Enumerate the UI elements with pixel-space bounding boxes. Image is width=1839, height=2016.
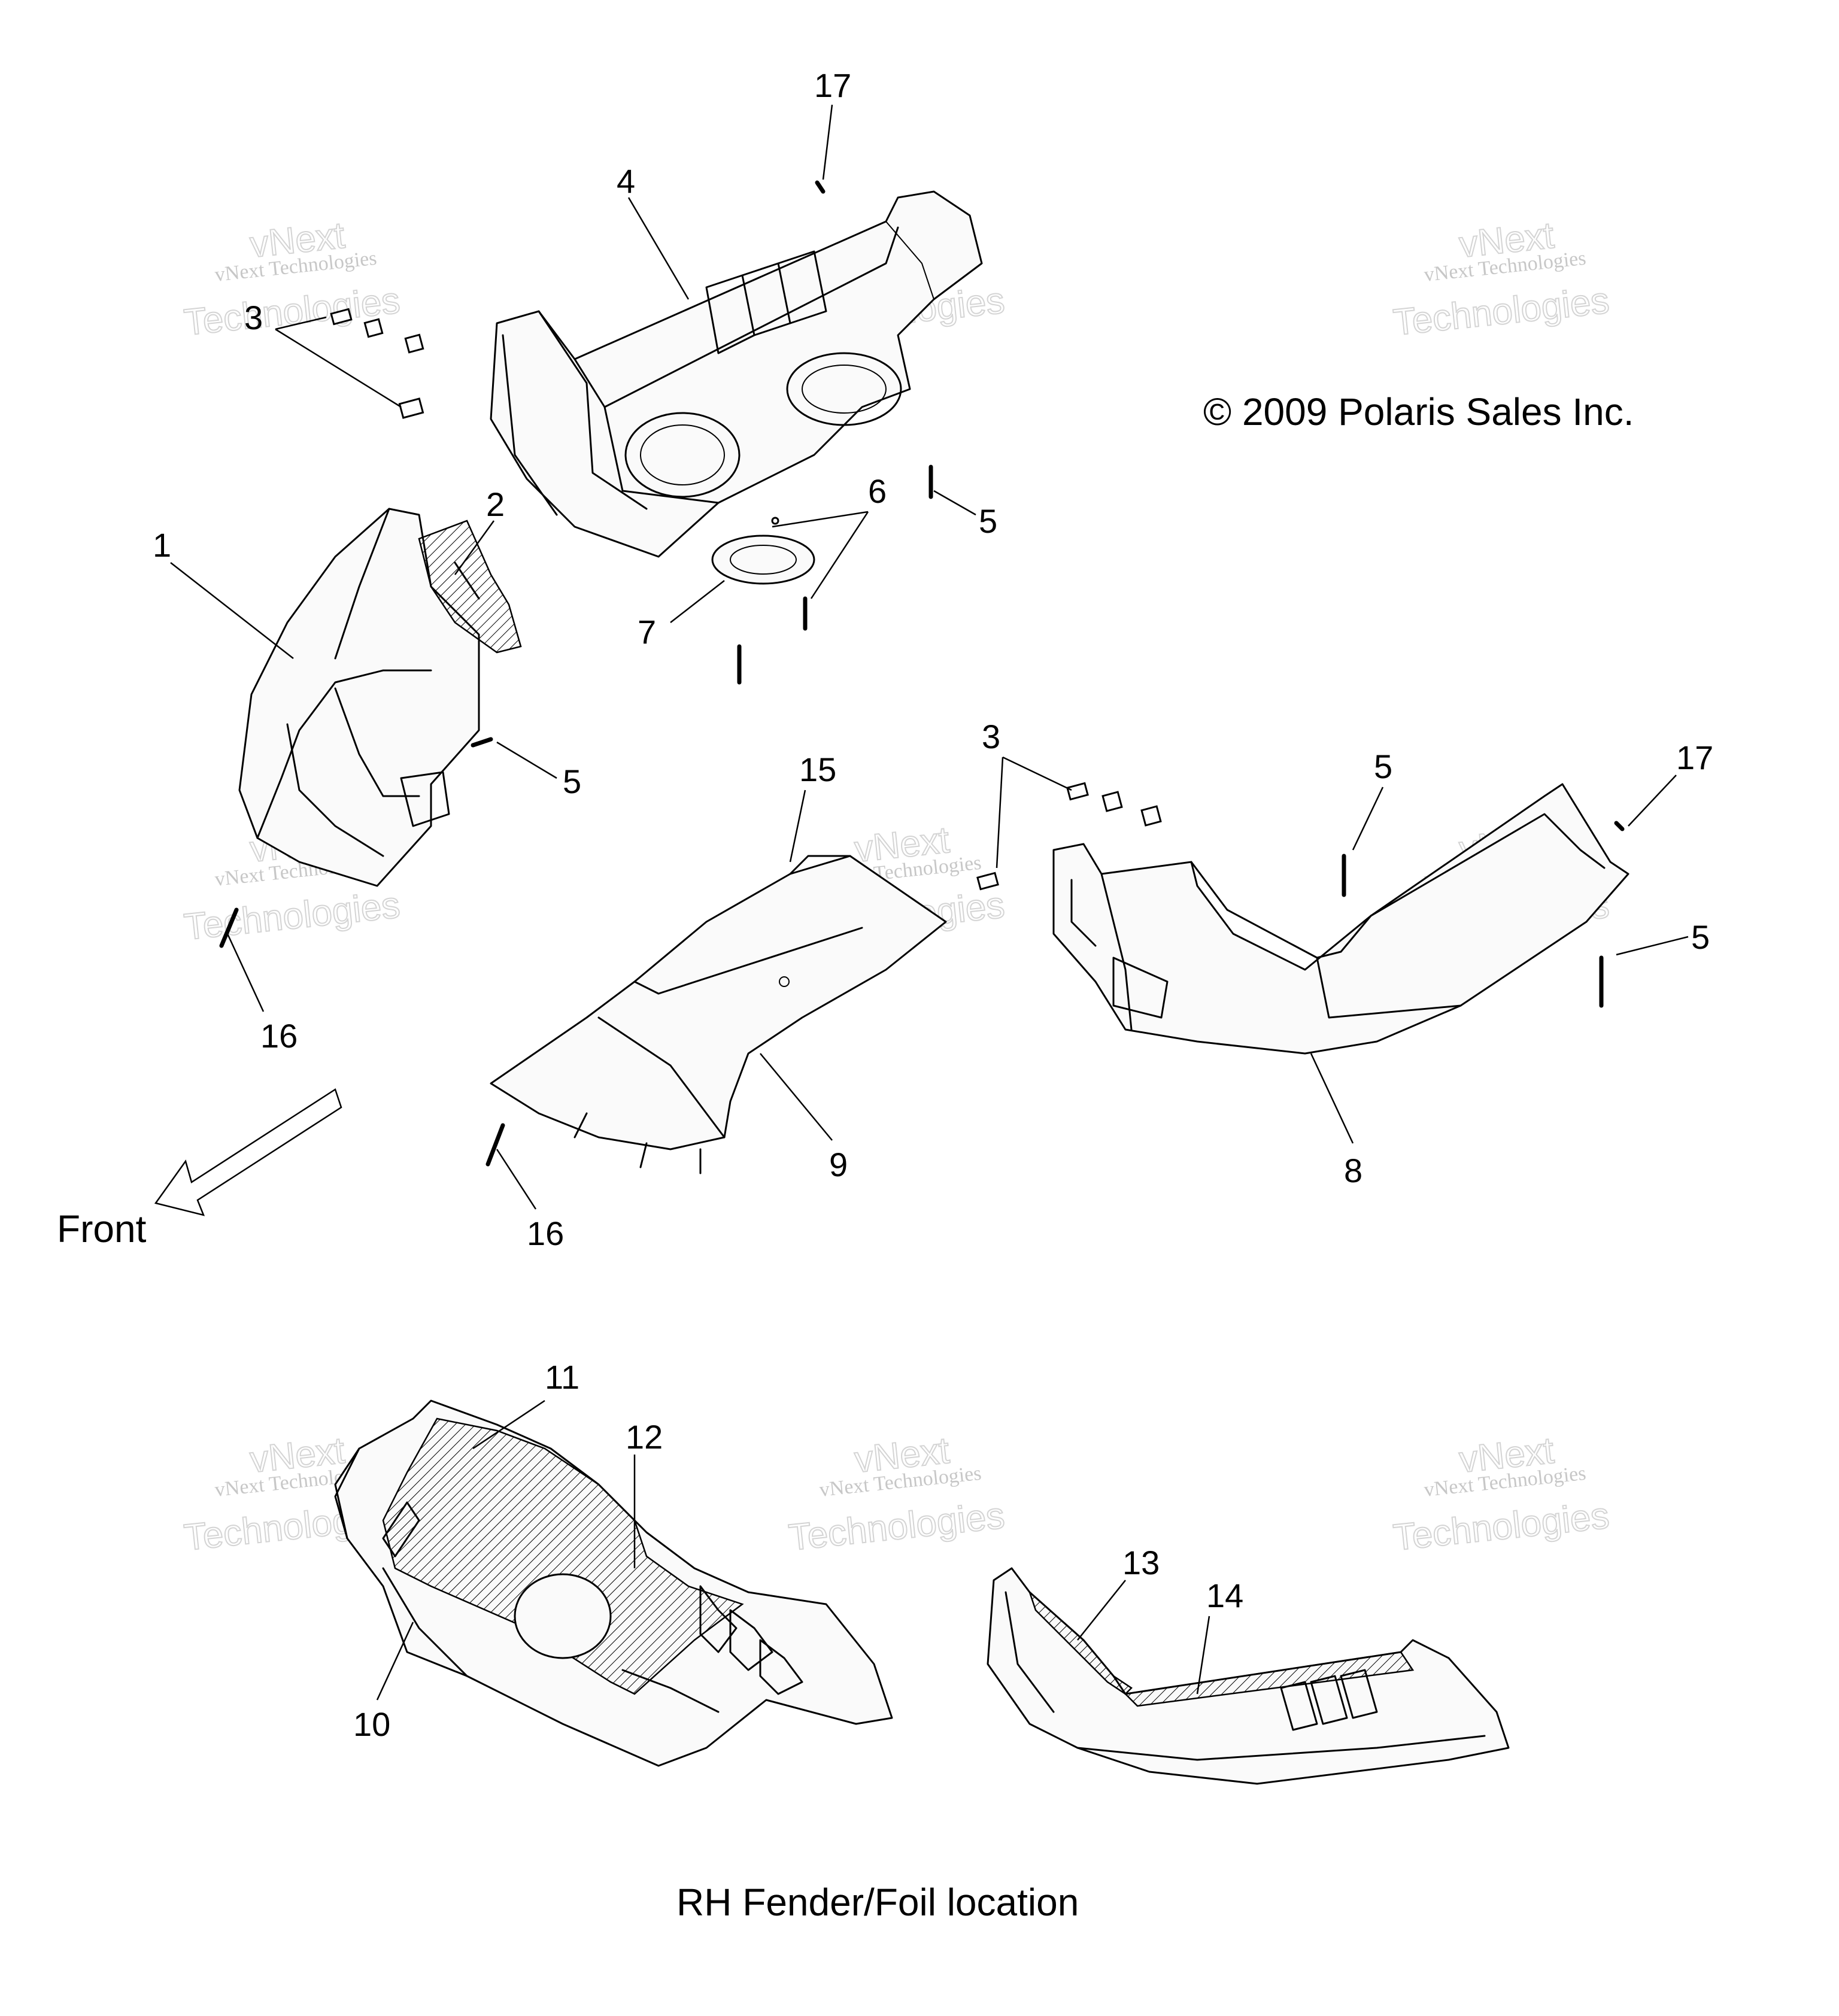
callout-6: 6 bbox=[868, 472, 887, 510]
callout-2: 2 bbox=[486, 485, 505, 523]
callout-3-right: 3 bbox=[982, 718, 1000, 755]
watermark-text-tech: Technologies bbox=[1391, 1495, 1611, 1558]
callout-15: 15 bbox=[799, 751, 836, 788]
watermark-bottom-center: vNext Technologies vNext Technologies bbox=[786, 1429, 1007, 1559]
part-13-lower-fender bbox=[987, 1567, 1510, 1785]
callout-labels: 1 2 3 4 17 5 6 7 5 15 3 5 17 5 8 9 16 16… bbox=[153, 66, 1713, 1743]
callout-10: 10 bbox=[353, 1705, 390, 1743]
callout-5-left: 5 bbox=[563, 763, 581, 800]
watermark-text-tech: Technologies bbox=[1391, 280, 1611, 343]
callout-8: 8 bbox=[1344, 1152, 1362, 1189]
callout-13: 13 bbox=[1122, 1544, 1160, 1581]
callout-5-mid: 5 bbox=[1374, 748, 1392, 785]
callout-7: 7 bbox=[638, 613, 656, 651]
watermark-text-tech: Technologies bbox=[787, 1495, 1006, 1558]
callout-11: 11 bbox=[545, 1358, 579, 1396]
callout-5-right: 5 bbox=[1691, 918, 1710, 956]
callout-4: 4 bbox=[617, 162, 635, 200]
callout-9: 9 bbox=[829, 1146, 848, 1183]
callout-3-left: 3 bbox=[244, 299, 263, 336]
part-8-rear-fender bbox=[1052, 783, 1629, 1055]
part-10-lower-fender bbox=[334, 1399, 893, 1767]
diagram-caption: RH Fender/Foil location bbox=[676, 1881, 1079, 1924]
front-direction-arrow: Front bbox=[57, 1088, 342, 1250]
callout-16-left: 16 bbox=[260, 1017, 298, 1055]
watermark-bottom-right: vNext Technologies vNext Technologies bbox=[1391, 1429, 1612, 1559]
front-label: Front bbox=[57, 1207, 147, 1250]
leader-lines bbox=[170, 104, 1689, 1701]
watermark-text-tech: Technologies bbox=[182, 884, 402, 948]
callout-1: 1 bbox=[153, 526, 171, 564]
fasteners-pins bbox=[219, 180, 1625, 1167]
part-7-grommet bbox=[711, 535, 815, 585]
part-4-upper-fender bbox=[490, 190, 983, 558]
callout-12: 12 bbox=[626, 1418, 663, 1456]
fasteners-3-right bbox=[976, 782, 1162, 891]
callout-17-top: 17 bbox=[814, 66, 851, 104]
part-1-front-fender bbox=[238, 508, 480, 887]
copyright-text: © 2009 Polaris Sales Inc. bbox=[1203, 390, 1634, 433]
callout-5-top: 5 bbox=[979, 502, 997, 540]
watermark-top-right: vNext Technologies vNext Technologies bbox=[1391, 214, 1612, 344]
part-9-side-panel bbox=[490, 855, 947, 1174]
callout-17-right: 17 bbox=[1676, 739, 1713, 776]
callout-14: 14 bbox=[1206, 1577, 1243, 1614]
fasteners-3-left bbox=[330, 308, 424, 419]
callout-16-center: 16 bbox=[527, 1215, 564, 1252]
